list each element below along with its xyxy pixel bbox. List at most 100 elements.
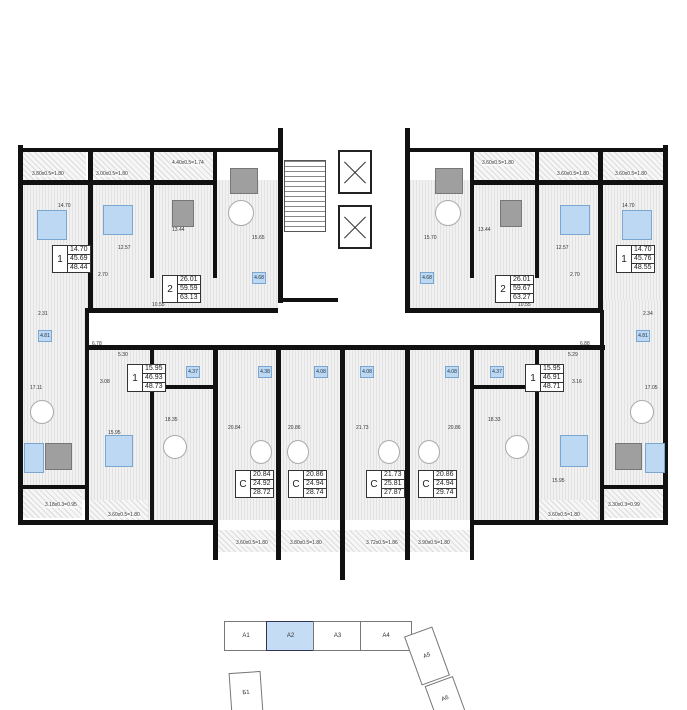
section-a3[interactable]: A3 <box>313 621 362 651</box>
staircase <box>284 160 326 232</box>
bathroom-area: 4.08 <box>360 366 374 378</box>
room-area: 10.55 <box>518 302 531 308</box>
section-b1[interactable]: Б1 <box>228 670 264 710</box>
wall <box>278 298 338 302</box>
wall <box>470 345 474 560</box>
room-area: 18.35 <box>165 417 178 423</box>
room-area: 12.57 <box>118 245 131 251</box>
wall <box>276 345 281 560</box>
wall <box>663 145 668 525</box>
bed <box>560 435 588 467</box>
room-area: 3.08 <box>100 379 110 385</box>
balcony-area: 3.60x0.5=1.80 <box>108 512 140 518</box>
sofa <box>645 443 665 473</box>
room-count: 1 <box>617 246 632 272</box>
total-area: 59.59 <box>178 285 200 294</box>
room-area: 6.88 <box>580 341 590 347</box>
balcony-area: 4.40x0.5=1.74 <box>172 160 204 166</box>
dining-table <box>378 440 400 464</box>
dining-table <box>30 400 54 424</box>
desk <box>172 200 194 227</box>
wall <box>600 485 668 489</box>
room-count: 2 <box>163 276 178 302</box>
balcony-area: 3.80x0.5=1.80 <box>32 171 64 177</box>
room-count: C <box>236 471 251 497</box>
area-with-balcony: 28.72 <box>253 489 271 496</box>
rug <box>435 168 463 194</box>
bathroom-area: 4.68 <box>252 272 266 284</box>
wall <box>88 148 93 313</box>
total-area: 59.67 <box>511 285 533 294</box>
wall <box>213 345 218 560</box>
room-area: 15.65 <box>252 235 265 241</box>
area-with-balcony: 48.55 <box>634 264 652 271</box>
room-area: 2.34 <box>643 311 653 317</box>
room-count: 1 <box>128 365 143 391</box>
section-a1[interactable]: A1 <box>224 621 268 651</box>
rug <box>615 443 642 470</box>
bathroom-area: 4.37 <box>186 366 200 378</box>
bed <box>622 210 652 240</box>
room-count: 2 <box>496 276 511 302</box>
room-area: 2.31 <box>38 311 48 317</box>
wall <box>85 345 605 350</box>
room-area: 18.33 <box>488 417 501 423</box>
total-area: 24.92 <box>251 480 273 489</box>
wall <box>18 145 23 525</box>
room-area: 17.05 <box>645 385 658 391</box>
total-area: 45.69 <box>68 255 90 264</box>
balcony-area: 3.60x0.5=1.80 <box>482 160 514 166</box>
living-area: 20.86 <box>304 471 326 480</box>
wall <box>85 308 278 313</box>
elevator <box>338 205 372 249</box>
wall <box>150 385 215 389</box>
wall <box>470 520 668 525</box>
room-area: 21.73 <box>356 425 369 431</box>
wall <box>150 148 154 278</box>
living-area: 26.01 <box>511 276 533 285</box>
area-with-balcony: 48.44 <box>70 264 88 271</box>
total-area: 45.76 <box>632 255 654 264</box>
living-area: 20.86 <box>434 471 456 480</box>
balcony-area: 3.90x0.5=1.80 <box>418 540 450 546</box>
dining-table <box>418 440 440 464</box>
room-area: 15.70 <box>424 235 437 241</box>
wall <box>278 128 283 303</box>
dining-table <box>630 400 654 424</box>
balcony-area: 3.80x0.5=1.80 <box>290 540 322 546</box>
wall <box>598 148 603 313</box>
wall <box>410 308 600 313</box>
dining-table <box>250 440 272 464</box>
dining-table <box>228 200 254 226</box>
rug <box>230 168 258 194</box>
room-area: 3.16 <box>572 379 582 385</box>
wall <box>470 148 474 278</box>
wall <box>340 345 345 580</box>
section-a2-selected[interactable]: A2 <box>266 621 315 651</box>
balcony-area: 3.00x0.5=1.80 <box>96 171 128 177</box>
dining-table <box>287 440 309 464</box>
room-area: 12.57 <box>556 245 569 251</box>
living-area: 21.73 <box>382 471 404 480</box>
room-area: 5.29 <box>568 352 578 358</box>
section-a5[interactable]: A5 <box>404 626 450 686</box>
room-area: 20.86 <box>288 425 301 431</box>
area-with-balcony: 48.71 <box>543 383 561 390</box>
total-area: 24.94 <box>434 480 456 489</box>
total-area: 46.93 <box>143 374 165 383</box>
room-area: 6.78 <box>92 341 102 347</box>
area-with-balcony: 29.74 <box>436 489 454 496</box>
bed <box>103 205 133 235</box>
bed <box>37 210 67 240</box>
bathroom-area: 4.81 <box>38 330 52 342</box>
